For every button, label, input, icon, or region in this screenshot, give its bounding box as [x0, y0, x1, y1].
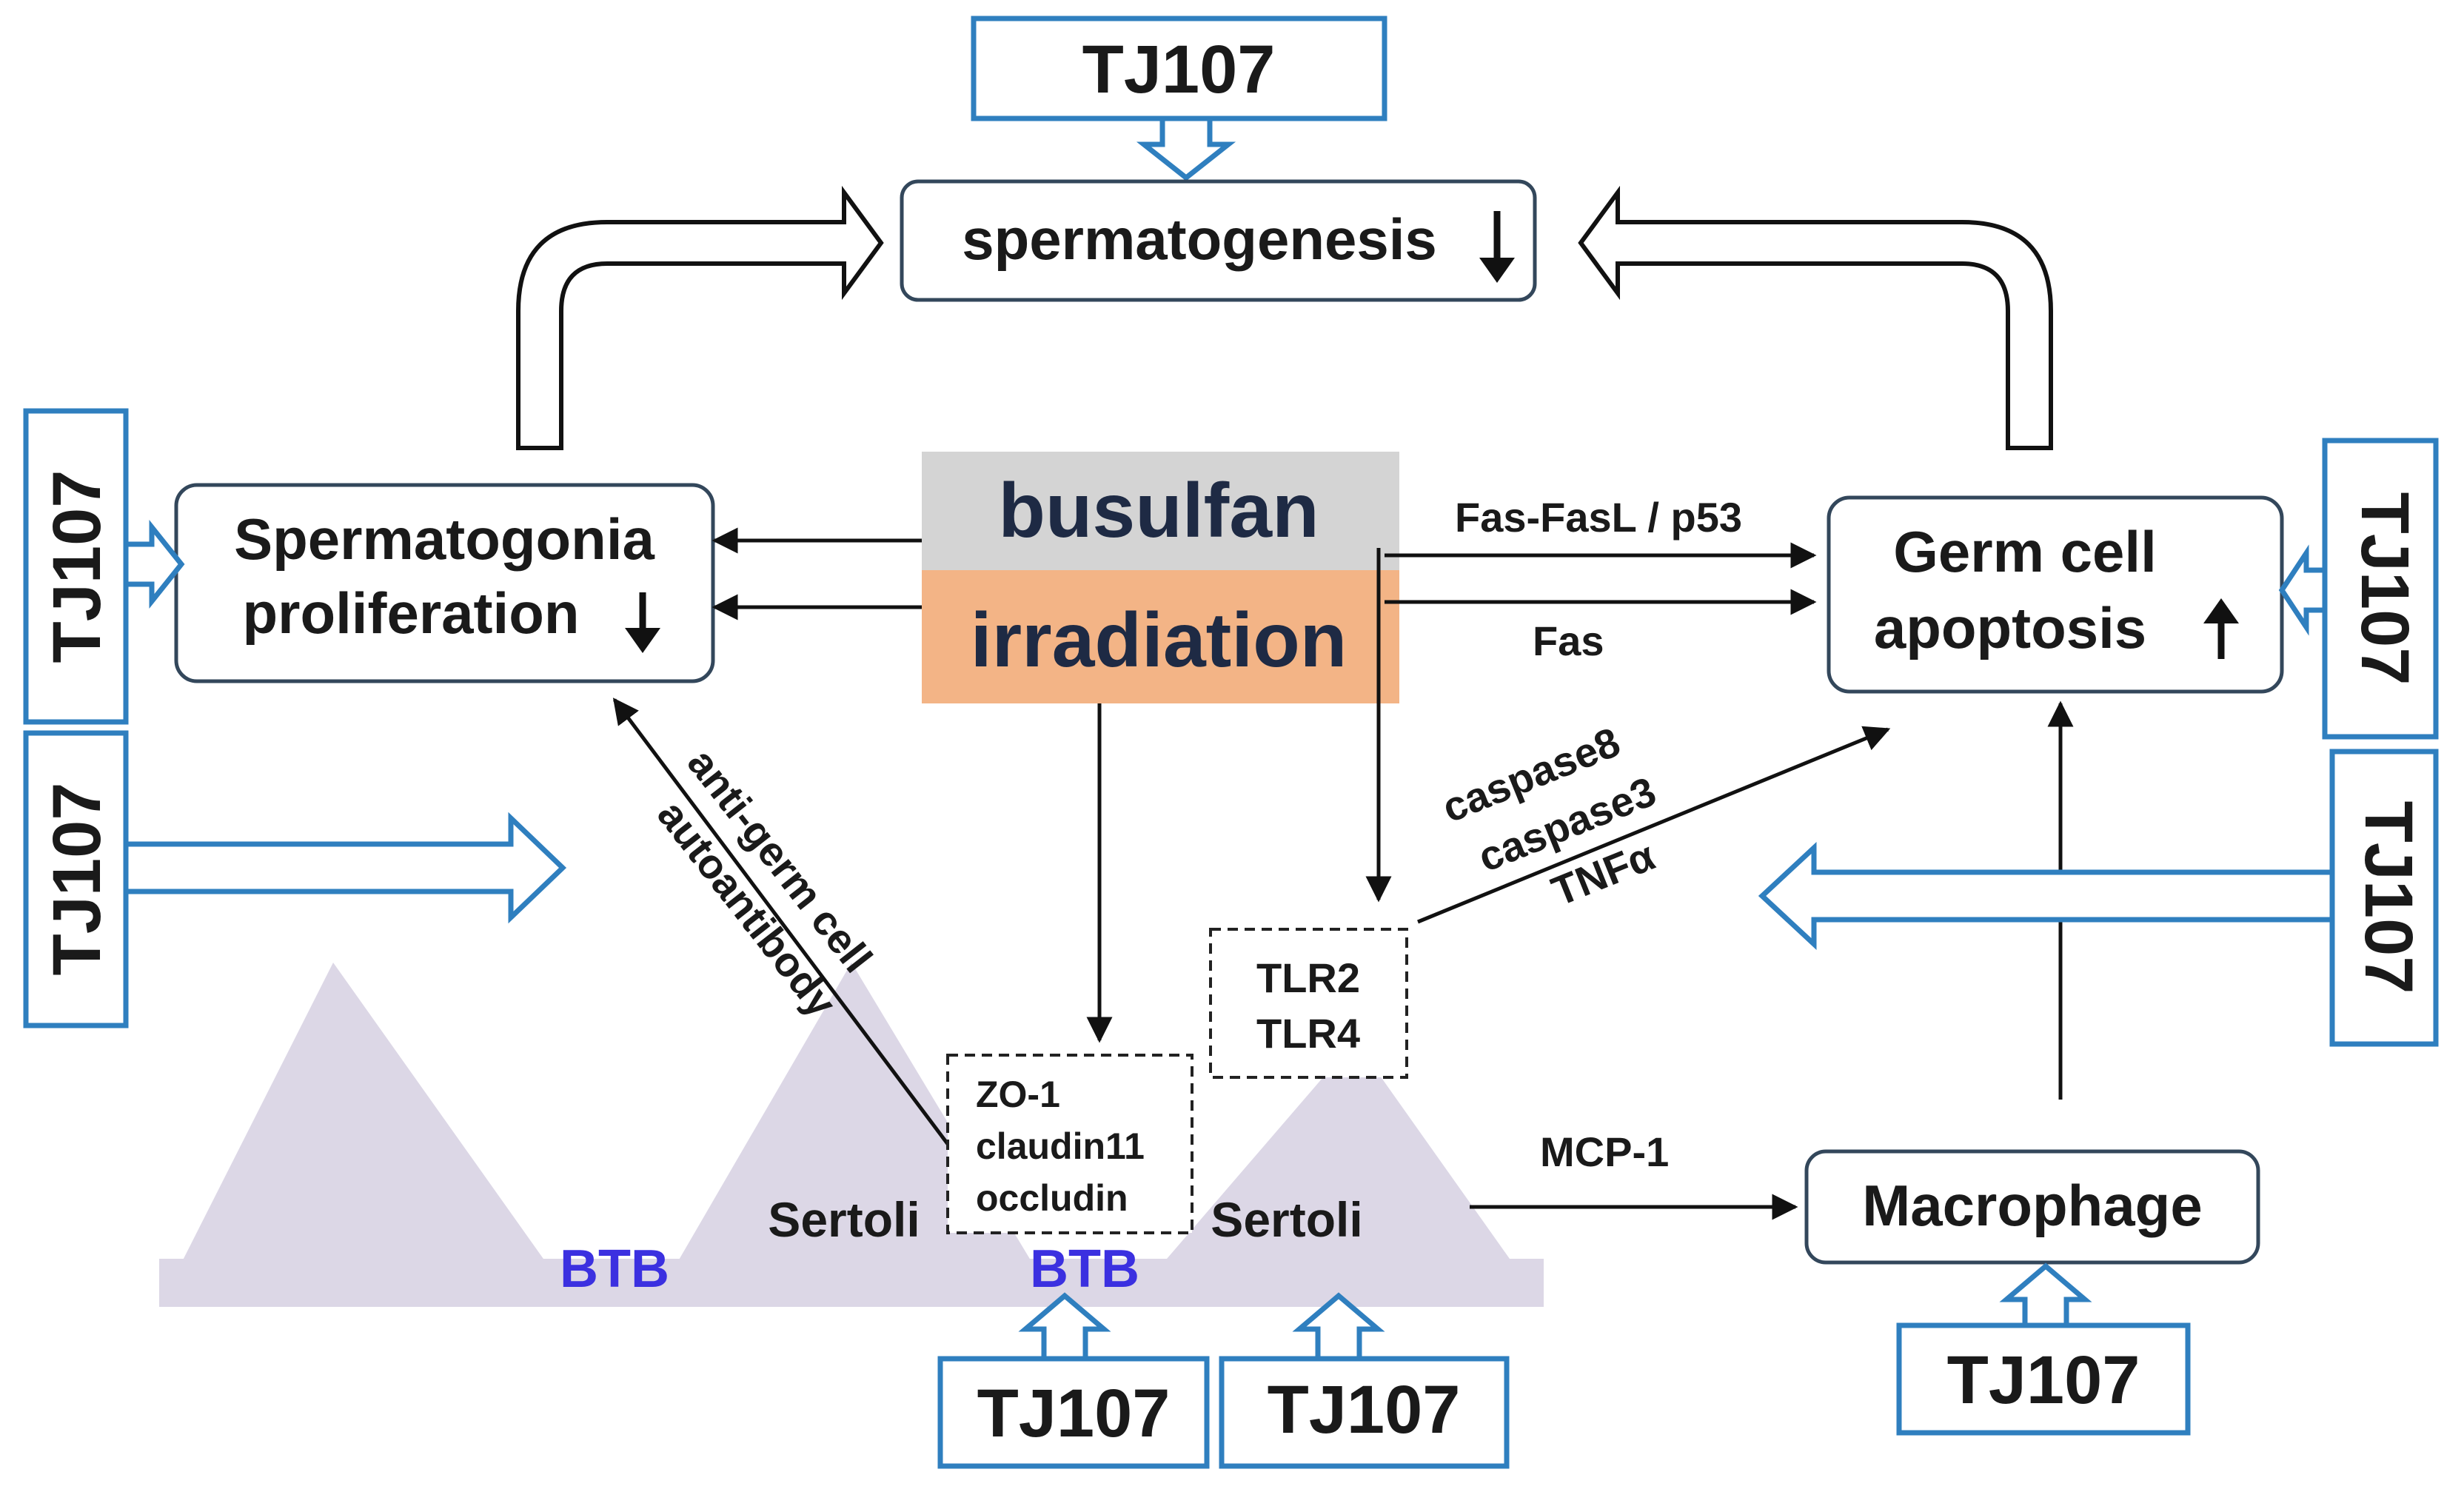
arrow-btb-to-spermatogonia — [612, 698, 949, 1145]
germ-cell-label-line2: apoptosis — [1874, 595, 2146, 660]
macrophage-node — [1804, 1149, 2260, 1265]
macrophage-label: Macrophage — [1862, 1173, 2202, 1238]
down-arrow-icon — [625, 592, 660, 653]
tlr-label-line2: TLR4 — [1256, 1010, 1360, 1057]
tj-protein-zo1: ZO-1 — [976, 1074, 1060, 1115]
tj107-label-top: TJ107 — [1082, 32, 1276, 107]
sertoli-triangle-left — [159, 963, 578, 1307]
curved-arrow-right — [1578, 185, 2053, 450]
curved-arrow-left — [516, 185, 884, 450]
tj107-label-bottom-1: TJ107 — [977, 1376, 1171, 1451]
tj107-label-right-upper: TJ107 — [2347, 492, 2423, 686]
tj-protein-occludin: occludin — [976, 1177, 1128, 1219]
tj107-box-bottom-3 — [1896, 1322, 2191, 1436]
germ-cell-label-line1: Germ cell — [1893, 519, 2157, 584]
tj107-box-bottom-2 — [1219, 1356, 1510, 1469]
tj107-arrow-bottom-2 — [1292, 1292, 1385, 1362]
tj107-arrow-top — [1136, 116, 1236, 181]
tj107-label-bottom-3: TJ107 — [1947, 1342, 2140, 1418]
spermatogenesis-node — [900, 179, 1537, 302]
busulfan-label: busulfan — [998, 468, 1319, 554]
up-arrow-icon — [2203, 598, 2239, 659]
btb-label-right: BTB — [1030, 1240, 1139, 1299]
tj107-arrow-left-upper — [123, 520, 185, 609]
tj107-arrow-left-lower — [123, 812, 567, 924]
tj107-box-right-lower — [2329, 749, 2439, 1047]
btb-label-left: BTB — [560, 1240, 669, 1299]
tight-junction-box — [946, 1054, 1194, 1234]
spermatogonia-label-line2: proliferation — [242, 581, 579, 646]
spermatogenesis-label: spermatogenesis — [962, 207, 1437, 272]
tlr-label-line1: TLR2 — [1256, 954, 1360, 1001]
sertoli-label-left: Sertoli — [768, 1192, 920, 1247]
label-fas-fasl-p53: Fas-FasL / p53 — [1455, 494, 1742, 541]
spermatogonia-node — [174, 483, 715, 683]
tj107-box-bottom-1 — [937, 1356, 1210, 1469]
tj107-arrow-bottom-1 — [1018, 1292, 1111, 1362]
down-arrow-icon — [1479, 211, 1515, 283]
spermatogonia-label-line1: Spermatogonia — [234, 506, 654, 572]
label-fas: Fas — [1533, 618, 1604, 664]
tj107-arrow-bottom-3 — [1999, 1262, 2092, 1328]
label-mcp1: MCP-1 — [1540, 1128, 1669, 1175]
sertoli-label-right: Sertoli — [1211, 1192, 1362, 1247]
irradiation-label: irradiation — [971, 598, 1348, 683]
tj-protein-claudin11: claudin11 — [976, 1125, 1145, 1167]
arrow-tlr-to-apoptosis — [1417, 726, 1891, 924]
busulfan-bg — [922, 452, 1399, 570]
tj107-box-right-upper — [2322, 438, 2439, 740]
sertoli-triangle-right — [1125, 1040, 1544, 1307]
tj107-label-right-lower: TJ107 — [2351, 801, 2426, 994]
tj107-label-left-upper: TJ107 — [39, 470, 115, 663]
irradiation-bg — [922, 570, 1399, 703]
tj107-label-left-lower: TJ107 — [39, 783, 115, 976]
sertoli-base — [159, 1259, 1544, 1307]
tj107-arrow-right-lower — [1758, 841, 2335, 951]
tj107-label-bottom-2: TJ107 — [1268, 1372, 1461, 1448]
tj107-arrow-right-upper — [2278, 544, 2328, 636]
tlr-box — [1209, 928, 1408, 1079]
